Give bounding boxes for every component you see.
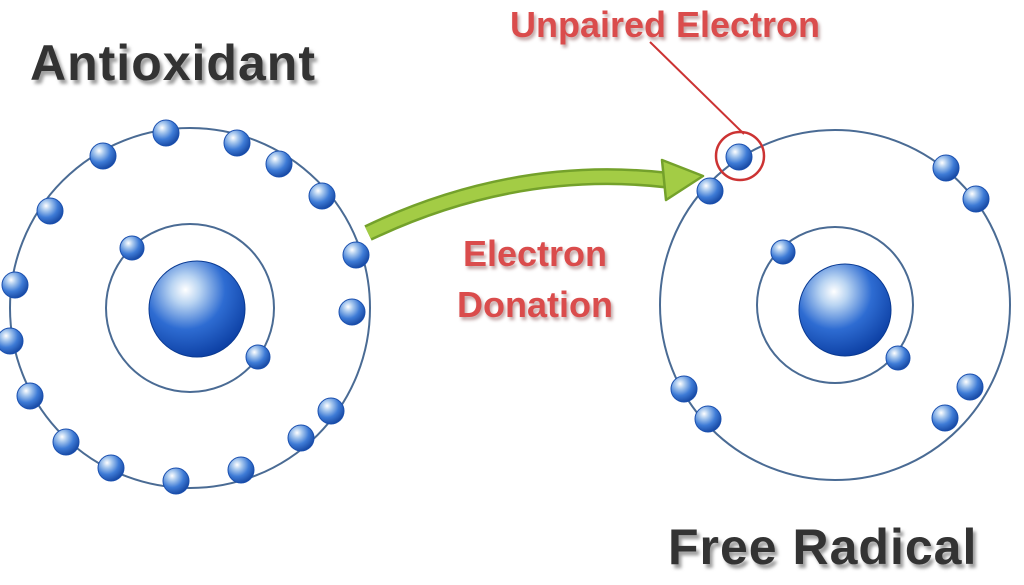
electron <box>342 241 370 269</box>
antioxidant-atom-nucleus <box>148 260 246 358</box>
electron <box>287 424 315 452</box>
electron <box>694 405 722 433</box>
electron <box>36 197 64 225</box>
electron <box>119 235 145 261</box>
electron <box>885 345 911 371</box>
electron <box>227 456 255 484</box>
electron <box>223 129 251 157</box>
electron-donation-line2: Donation <box>457 284 613 326</box>
unpaired-electron-label: Unpaired Electron <box>509 4 821 45</box>
electron <box>152 119 180 147</box>
electron-donation-label: Electron Donation <box>420 228 650 330</box>
free-radical-label: Free Radical <box>668 519 978 575</box>
electron <box>1 271 29 299</box>
unpaired-pointer-line <box>649 41 745 135</box>
electron <box>670 375 698 403</box>
donation-arrow-body <box>365 170 667 239</box>
antioxidant-label: Antioxidant <box>30 35 316 91</box>
antioxidant-atom-orbit <box>105 223 275 393</box>
electron <box>956 373 984 401</box>
electron <box>696 177 724 205</box>
electron <box>308 182 336 210</box>
free-radical-atom-orbit <box>756 226 914 384</box>
electron <box>245 344 271 370</box>
electron <box>725 143 753 171</box>
electron <box>97 454 125 482</box>
electron <box>932 154 960 182</box>
electron-donation-line1: Electron <box>462 233 608 274</box>
electron <box>338 298 366 326</box>
electron <box>770 239 796 265</box>
electron <box>52 428 80 456</box>
electron <box>265 150 293 178</box>
donation-arrow-head <box>660 158 705 202</box>
free-radical-atom-orbit <box>659 129 1011 481</box>
electron <box>16 382 44 410</box>
electron <box>162 467 190 495</box>
electron <box>931 404 959 432</box>
electron <box>317 397 345 425</box>
free-radical-atom-nucleus <box>798 263 892 357</box>
electron <box>962 185 990 213</box>
electron <box>89 142 117 170</box>
unpaired-electron-circle <box>714 130 766 182</box>
antioxidant-atom-orbit <box>9 127 371 489</box>
electron <box>0 327 24 355</box>
